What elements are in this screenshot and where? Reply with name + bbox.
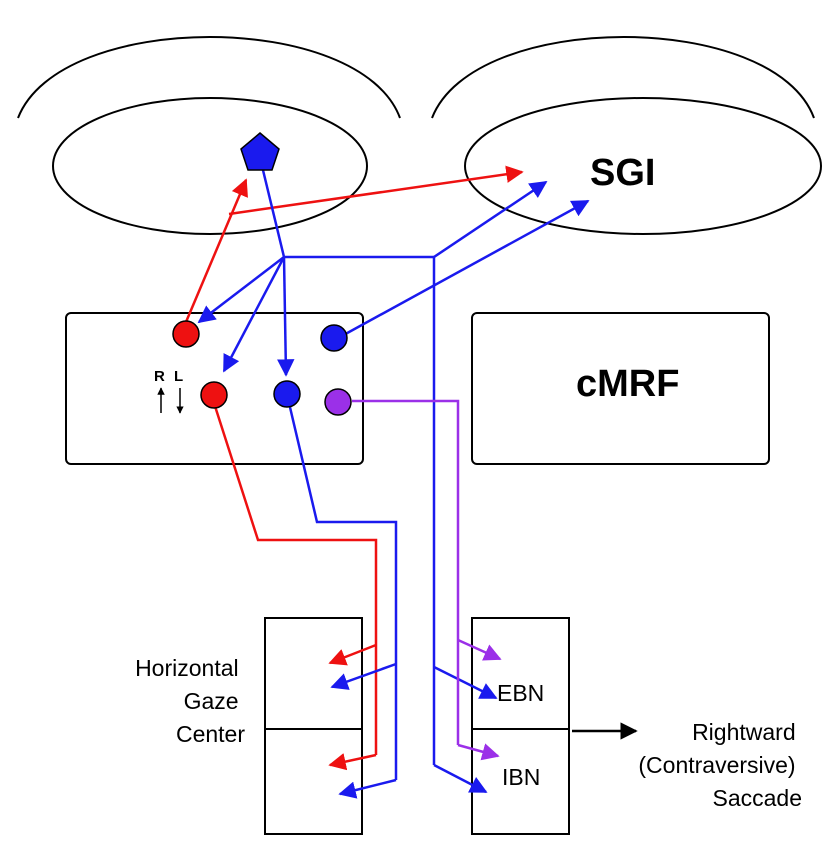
purple-path <box>352 399 460 745</box>
blue-soma-stem <box>260 165 286 258</box>
sgi-label: SGI <box>590 152 655 194</box>
cmrf-purple-neuron <box>324 388 352 416</box>
r-label: R <box>154 368 165 385</box>
blue-to-ebn <box>433 665 498 700</box>
blue-hgc-lower-branch <box>338 778 397 799</box>
blue-to-red-lower-neuron <box>222 256 286 373</box>
saccade-label: Rightward (Contraversive) Saccade <box>638 719 802 811</box>
left-sgi-ellipse <box>52 97 368 235</box>
blue-pathways <box>197 165 590 799</box>
red-hgc-upper-branch <box>328 643 377 666</box>
ibn-label: IBN <box>502 764 540 790</box>
sgi-pentagon-neuron <box>240 132 280 171</box>
blue-to-ibn <box>433 763 488 794</box>
ebn-label: EBN <box>497 680 544 706</box>
purple-pathways <box>352 399 502 761</box>
cmrf-red-neuron-lower <box>200 381 228 409</box>
blue-hgc-upper-branch <box>330 662 397 690</box>
cmrf-blue-neuron-upper <box>320 324 348 352</box>
cmrf-label: cMRF <box>576 363 679 405</box>
blue-to-blue-lower-neuron <box>276 256 295 377</box>
red-descending-path <box>212 402 378 755</box>
blue-midline-to-contralateral-sgi <box>433 180 548 259</box>
blue-cmrf-to-contralateral-sgi <box>339 199 590 339</box>
l-label: L <box>174 368 183 385</box>
right-cmrf-box <box>471 312 770 465</box>
blue-descending-path <box>287 402 398 780</box>
left-hgc-upper-box <box>264 617 363 730</box>
cmrf-blue-neuron-lower <box>273 380 301 408</box>
right-sgi-ellipse <box>464 97 822 235</box>
red-to-contralateral-sgi <box>228 165 524 216</box>
left-hgc-lower-box <box>264 728 363 835</box>
red-hgc-lower-branch <box>328 753 377 771</box>
purple-to-ebn <box>457 638 502 661</box>
red-cmrf-to-sgi-soma <box>184 178 248 323</box>
purple-to-ibn <box>457 743 500 761</box>
red-pathways <box>184 165 524 771</box>
right-colliculus-arc <box>431 36 815 119</box>
cmrf-red-neuron-upper <box>172 320 200 348</box>
hgc-label: Horizontal Gaze Center <box>135 655 245 747</box>
blue-to-red-upper-neuron <box>197 256 285 324</box>
left-colliculus-arc <box>17 36 401 119</box>
right-ebn-box <box>471 617 570 730</box>
